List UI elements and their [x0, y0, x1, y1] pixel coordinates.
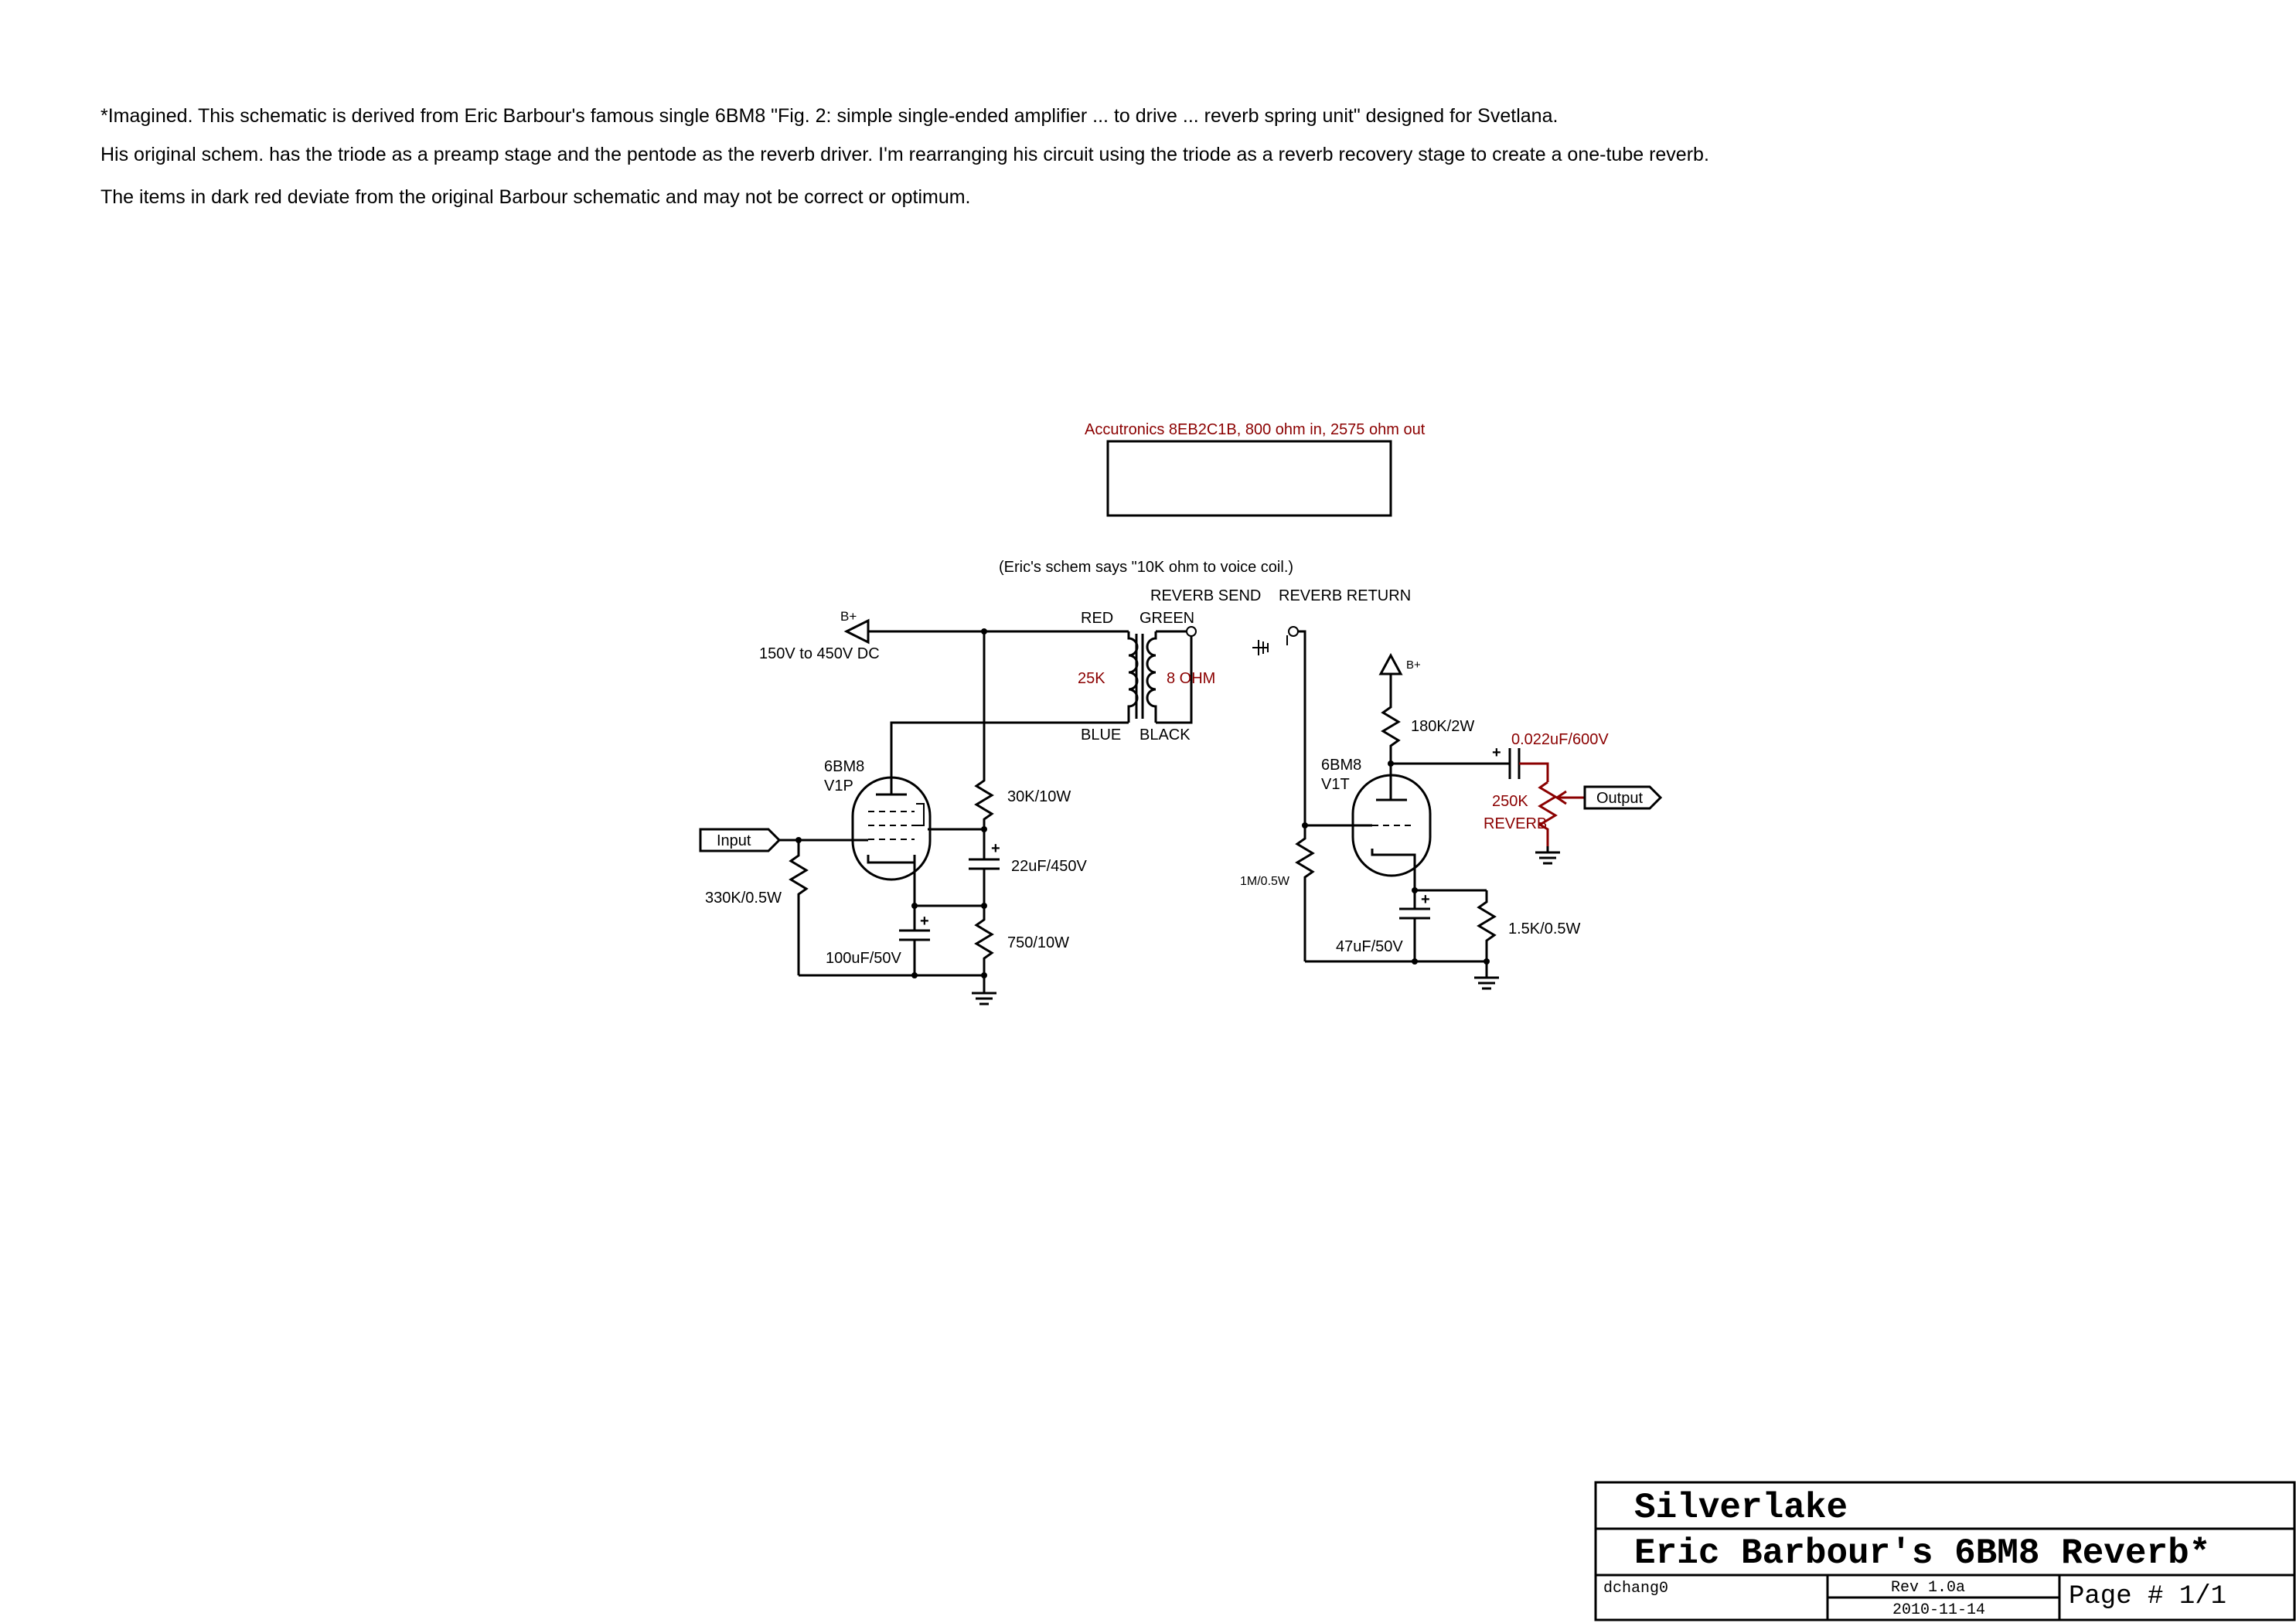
bplus-label-left: B+ — [840, 609, 857, 624]
note-line-3: The items in dark red deviate from the o… — [100, 186, 971, 208]
c-0022-label: 0.022uF/600V — [1511, 731, 1609, 748]
output-label: Output — [1596, 790, 1643, 807]
r-30k-label: 30K/10W — [1007, 788, 1071, 805]
c-100u-polarity: + — [920, 913, 929, 930]
resistor-1k5 — [1477, 890, 1497, 961]
xfmr-blue-label: BLUE — [1081, 726, 1121, 743]
reverb-send-jack — [1186, 626, 1197, 637]
xfmr-secondary-coil — [1146, 631, 1157, 723]
title-block-date: 2010-11-14 — [1892, 1601, 1985, 1619]
r-1m-label: 1M/0.5W — [1240, 875, 1290, 888]
reverb-return-label: REVERB RETURN — [1279, 587, 1411, 604]
title-block-rev: Rev 1.0a — [1891, 1579, 1965, 1597]
r-750-label: 750/10W — [1007, 934, 1069, 951]
resistor-330k — [789, 840, 809, 975]
pentode-g2-lead — [915, 803, 925, 826]
resistor-180k — [1381, 674, 1401, 800]
bplus-symbol-left — [843, 618, 870, 645]
r-1k5-label: 1.5K/0.5W — [1508, 920, 1581, 937]
title-block-page: Page # 1/1 — [2069, 1582, 2226, 1611]
c-0022-polarity: + — [1492, 744, 1501, 761]
r-180k-label: 180K/2W — [1411, 718, 1474, 735]
triode-cathode — [1371, 849, 1416, 876]
pot-label: 250K — [1492, 793, 1528, 810]
tube-left-type: 6BM8 — [824, 758, 864, 775]
tube-left-ref: V1P — [824, 777, 853, 794]
title-block-company: Silverlake — [1634, 1488, 1848, 1528]
resistor-750 — [974, 906, 994, 974]
potentiometer-250k — [1538, 781, 1558, 846]
input-port — [699, 828, 782, 852]
note-line-2: His original schem. has the triode as a … — [100, 144, 1709, 165]
wire-reverb-return — [1298, 630, 1306, 825]
output-port — [1583, 785, 1663, 810]
c-100u-label: 100uF/50V — [826, 950, 902, 967]
bplus-symbol-right — [1378, 652, 1403, 675]
xfmr-red-label: RED — [1081, 610, 1113, 627]
wire-cathode-right — [1413, 876, 1487, 892]
tube-right-ref: V1T — [1321, 776, 1350, 793]
resistor-30k — [974, 777, 994, 859]
title-block — [1594, 1481, 2296, 1621]
wire-cap-to-pot — [1519, 762, 1549, 782]
input-label: Input — [717, 832, 751, 849]
eric-note: (Eric's schem says "10K ohm to voice coi… — [999, 559, 1293, 576]
c-47u-label: 47uF/50V — [1336, 938, 1403, 955]
tube-right-type: 6BM8 — [1321, 757, 1361, 774]
resistor-1m — [1295, 825, 1315, 961]
supply-label: 150V to 450V DC — [759, 645, 880, 662]
xfmr-green-label: GREEN — [1139, 610, 1194, 627]
wire-plate-pentode — [890, 721, 1129, 781]
reverb-send-label: REVERB SEND — [1150, 587, 1261, 604]
pentode-cathode — [867, 855, 916, 864]
xfmr-secondary-label: 8 OHM — [1167, 670, 1215, 687]
title-block-author: dchang0 — [1603, 1580, 1668, 1597]
wire-black — [1156, 636, 1193, 724]
reverb-tank-label: Accutronics 8EB2C1B, 800 ohm in, 2575 oh… — [1085, 421, 1426, 438]
xfmr-black-label: BLACK — [1139, 726, 1191, 743]
junction — [981, 628, 987, 635]
r-330k-label: 330K/0.5W — [705, 890, 782, 907]
pot-name-label: REVERB — [1484, 815, 1547, 832]
title-block-title: Eric Barbour's 6BM8 Reverb* — [1634, 1533, 2210, 1574]
note-line-1: *Imagined. This schematic is derived fro… — [100, 105, 1558, 127]
xfmr-primary-label: 25K — [1078, 670, 1105, 687]
reverb-return-jack — [1288, 626, 1299, 637]
reverb-tank-box — [1106, 440, 1392, 517]
c-22u-label: 22uF/450V — [1011, 858, 1088, 875]
c-47u-polarity: + — [1421, 891, 1430, 908]
c-22u-polarity: + — [991, 840, 1000, 857]
bplus-label-right: B+ — [1406, 658, 1421, 672]
